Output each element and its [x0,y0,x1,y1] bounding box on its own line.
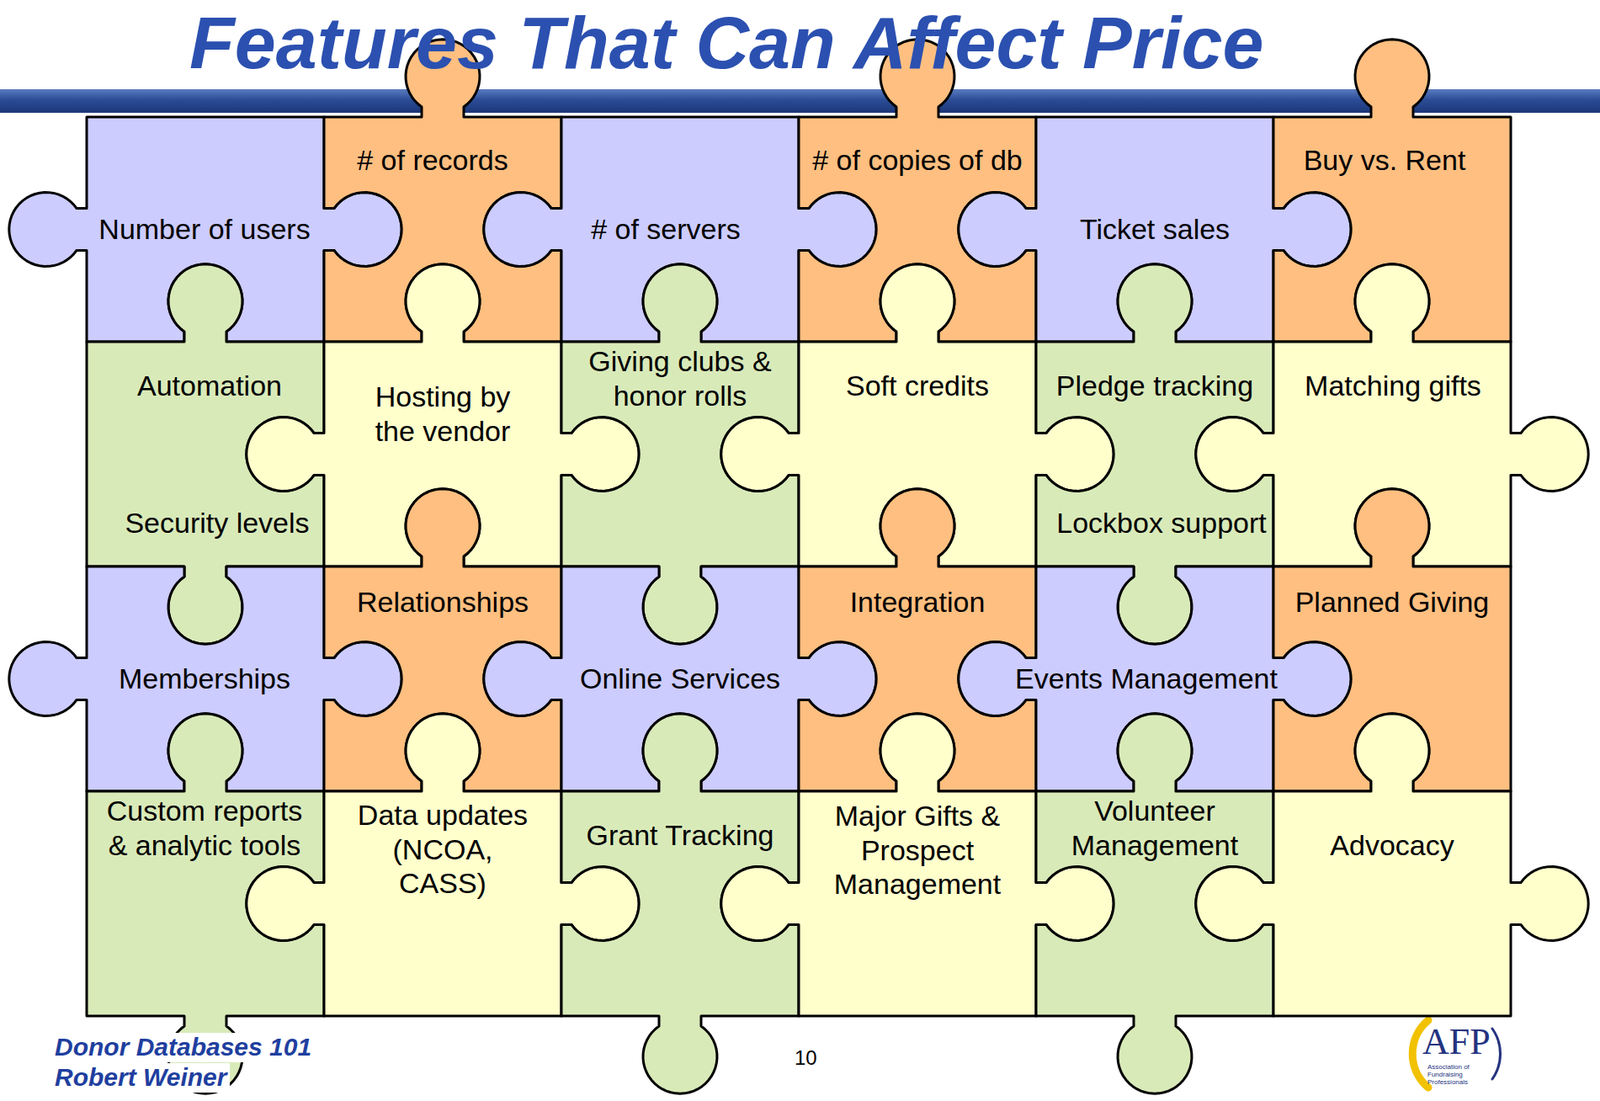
logo-tagline: Association of Fundraising Professionals [1427,1063,1489,1087]
piece-label: Lockbox support [1056,505,1267,541]
piece-shape [716,708,1119,1099]
piece-label: Ticket sales [1079,212,1230,247]
piece-label: Integration [850,584,986,620]
piece-label: Security levels [124,505,309,541]
piece-label: Events Management [1015,661,1278,697]
piece-label: Grant Tracking [586,818,775,853]
logo-letters: AFP [1422,1023,1491,1061]
piece-label: Pledge tracking [1056,368,1254,404]
footer-author: Robert Weiner [51,1063,230,1093]
logo-arc [1492,1028,1501,1080]
piece-label: Automation [137,368,282,404]
slide-title: Features That Can Affect Price [189,0,1264,86]
piece-label: Planned Giving [1295,584,1490,620]
piece-label: Hosting by the vendor [371,379,515,449]
piece-label: # of records [356,143,509,178]
piece-label: Relationships [356,584,529,620]
footer-text: Donor Databases 101 [51,1032,315,1063]
piece-label: Custom reports & analytic tools [103,793,306,863]
piece-label: Number of users [98,212,310,247]
page-number: 10 [794,1046,818,1070]
piece-shape [1190,708,1594,1099]
piece-label: Matching gifts [1304,368,1482,404]
piece-label: Major Gifts & Prospect Management [831,798,1005,902]
piece-label: Soft credits [845,368,989,404]
piece-label: Online Services [579,661,781,697]
piece-label: Data updates (NCOA, CASS) [352,797,534,901]
piece-label: Advocacy [1329,828,1454,863]
puzzle-piece: Major Gifts & Prospect Management [716,708,1119,1099]
piece-outline [1196,713,1589,1016]
piece-label: Volunteer Management [1068,793,1242,863]
piece-label: Buy vs. Rent [1303,143,1467,178]
piece-label: Memberships [118,661,291,697]
piece-label: # of servers [590,212,741,247]
piece-label: Giving clubs & honor rolls [585,344,776,414]
piece-label: # of copies of db [812,143,1023,178]
puzzle-piece: Advocacy [1190,708,1594,1099]
